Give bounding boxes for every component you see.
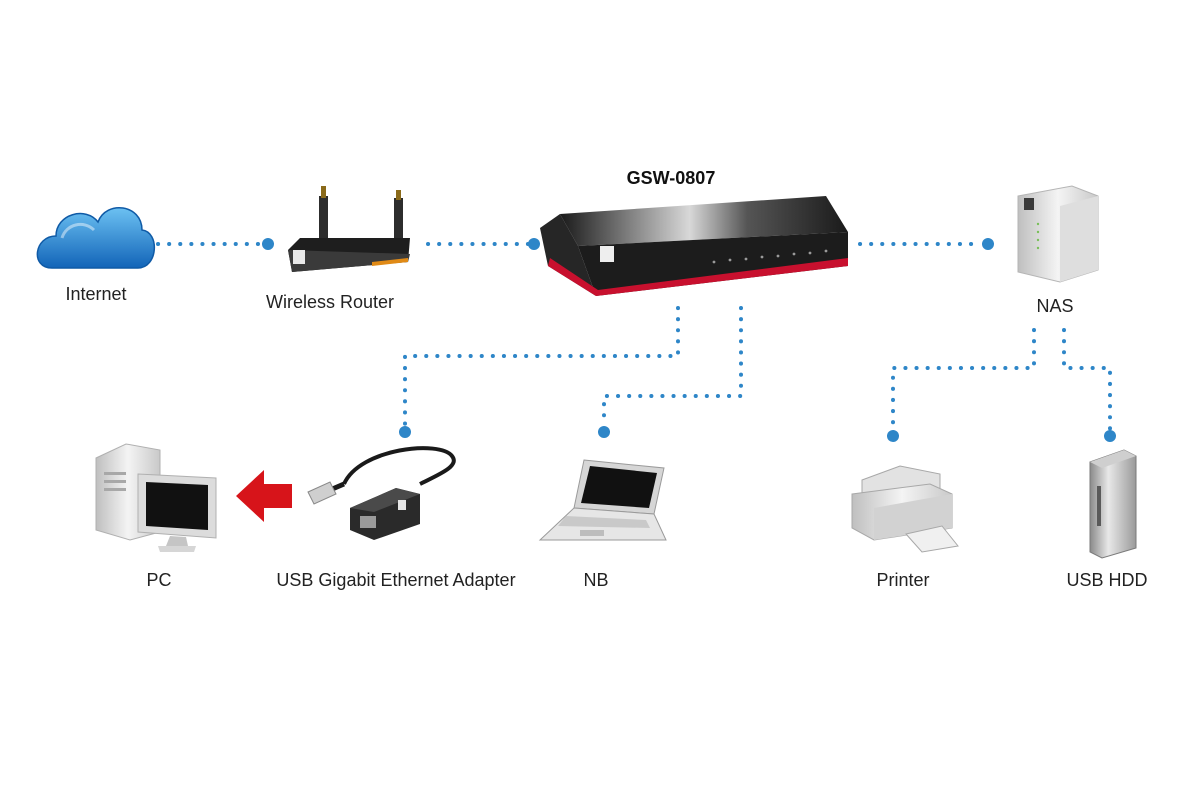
usb-hdd-icon [1089, 449, 1137, 559]
printer-label: Printer [876, 570, 930, 590]
endpoint-router [262, 238, 274, 250]
wireless-router-icon [288, 186, 410, 272]
pc-label: PC [146, 570, 172, 590]
desktop-pc-icon [95, 443, 217, 552]
notebook-icon [538, 459, 667, 541]
wireless-router-label: Wireless Router [265, 292, 395, 312]
link-nas-printer [891, 328, 1036, 432]
arrow-left-icon [236, 470, 292, 522]
link-switch-nb [602, 306, 743, 428]
endpoint-adapter [399, 426, 411, 438]
switch-icon [540, 196, 848, 296]
endpoint-hdd [1104, 430, 1116, 442]
usb-hdd-label: USB HDD [1066, 570, 1148, 590]
switch-model-label: GSW-0807 [626, 168, 716, 188]
link-switch-adapter [403, 306, 680, 428]
link-nas-hdd [1062, 328, 1112, 432]
connector-lines [156, 242, 1112, 432]
nas-label: NAS [1036, 296, 1074, 316]
usb-adapter-label: USB Gigabit Ethernet Adapter [276, 570, 516, 590]
endpoint-nb [598, 426, 610, 438]
endpoint-switch [528, 238, 540, 250]
nb-label: NB [583, 570, 609, 590]
cloud-icon [36, 207, 156, 269]
internet-label: Internet [65, 284, 127, 304]
printer-icon [851, 465, 959, 553]
connector-endpoints [262, 238, 1116, 442]
usb-adapter-icon [307, 446, 456, 540]
endpoint-nas [982, 238, 994, 250]
nas-icon [1017, 185, 1099, 283]
endpoint-printer [887, 430, 899, 442]
